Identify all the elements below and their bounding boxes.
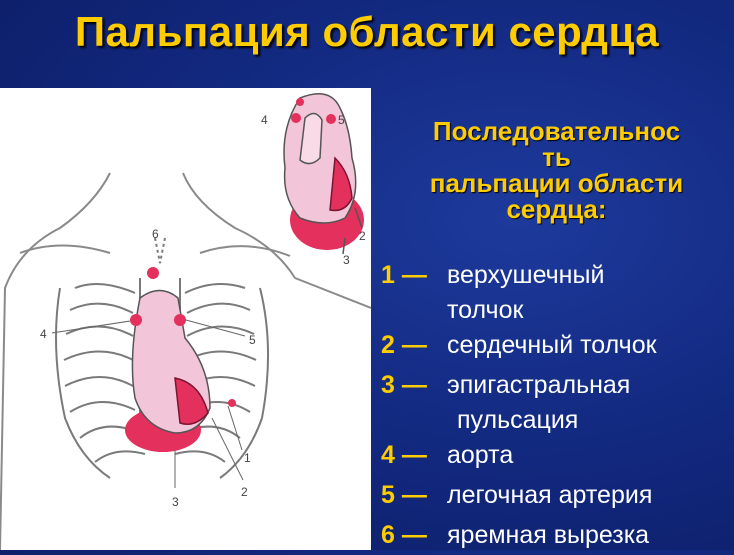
item-number: 2 — <box>381 331 427 359</box>
point-5 <box>174 314 186 326</box>
item-text: верхушечный <box>447 261 605 289</box>
heading-line-3: пальпации области <box>429 168 684 198</box>
item-text: эпигастральная <box>447 371 631 399</box>
item-number: 3 — <box>381 371 427 399</box>
item-number: 5 — <box>381 481 427 509</box>
list-item: 2 — сердечный толчок <box>381 325 731 365</box>
small-label-2: 2 <box>359 229 366 243</box>
item-text: легочная артерия <box>447 481 653 509</box>
torso-outline <box>0 172 371 550</box>
item-text-continued: пульсация <box>457 406 579 434</box>
small-label-3: 3 <box>343 253 350 267</box>
main-label-2: 2 <box>241 485 248 499</box>
point-4 <box>130 314 142 326</box>
chest-heart <box>125 289 211 452</box>
list-item: 1 — верхушечный толчок <box>381 255 731 325</box>
item-text: сердечный толчок <box>447 331 657 359</box>
item-text-continued: толчок <box>447 296 524 324</box>
item-number: 6 — <box>381 521 427 549</box>
list-item: 4 — аорта <box>381 435 731 475</box>
sequence-heading: Последовательнос ть пальпации области се… <box>384 118 729 222</box>
small-label-4: 4 <box>261 113 268 127</box>
chest-heart-illustration: 4 5 2 3 <box>0 88 371 550</box>
point-6 <box>147 267 159 279</box>
point-1 <box>228 399 236 407</box>
item-number: 4 — <box>381 441 427 469</box>
heading-line-1: Последовательнос <box>432 116 681 146</box>
main-label-6: 6 <box>152 227 159 241</box>
heading-line-4: сердца: <box>506 194 607 224</box>
list-item: 3 — эпигастральная пульсация <box>381 365 731 435</box>
main-label-1: 1 <box>244 451 251 465</box>
palpation-sequence-list: 1 — верхушечный толчок 2 — сердечный тол… <box>381 255 731 555</box>
item-text: яремная вырезка <box>447 521 650 549</box>
small-heart-diagram <box>283 93 364 255</box>
main-label-3: 3 <box>172 495 179 509</box>
main-label-5: 5 <box>249 333 256 347</box>
item-number: 1 — <box>381 261 427 289</box>
small-label-5: 5 <box>338 113 345 127</box>
main-label-4: 4 <box>40 327 47 341</box>
list-item: 6 — яремная вырезка <box>381 515 731 555</box>
list-item: 5 — легочная артерия <box>381 475 731 515</box>
item-text: аорта <box>447 441 514 469</box>
heading-line-2: ть <box>542 142 571 172</box>
slide-title: Пальпация области сердца <box>74 8 660 55</box>
